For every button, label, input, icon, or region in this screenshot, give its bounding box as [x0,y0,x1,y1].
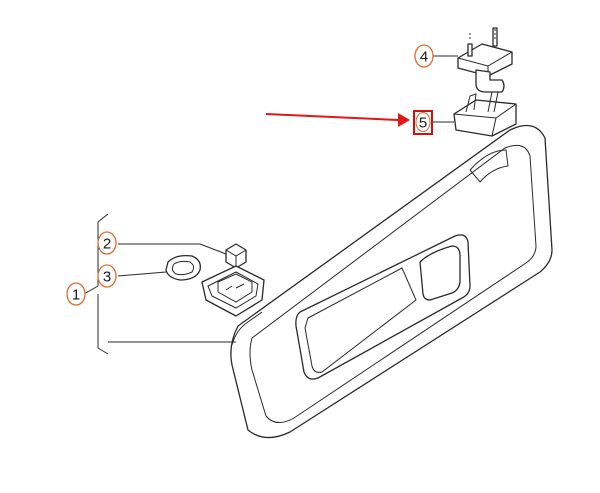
pointer-arrow [265,113,410,127]
svg-text:3: 3 [103,269,111,286]
bulb-insert [225,243,247,269]
sun-visor [230,124,553,439]
callout-3: 3 [97,264,117,288]
visor-clip [453,91,517,137]
lamp-housing [201,265,265,317]
leader-lines [83,55,458,355]
mounting-bracket [457,27,513,93]
callout-2: 2 [97,231,117,255]
lens-cover [165,254,201,281]
svg-text:1: 1 [72,287,80,304]
callout-5: 5 [413,110,433,135]
svg-text:5: 5 [419,115,427,132]
callout-1: 1 [66,282,86,306]
svg-text:2: 2 [103,236,111,253]
callout-4: 4 [414,44,434,68]
svg-text:4: 4 [420,49,428,66]
